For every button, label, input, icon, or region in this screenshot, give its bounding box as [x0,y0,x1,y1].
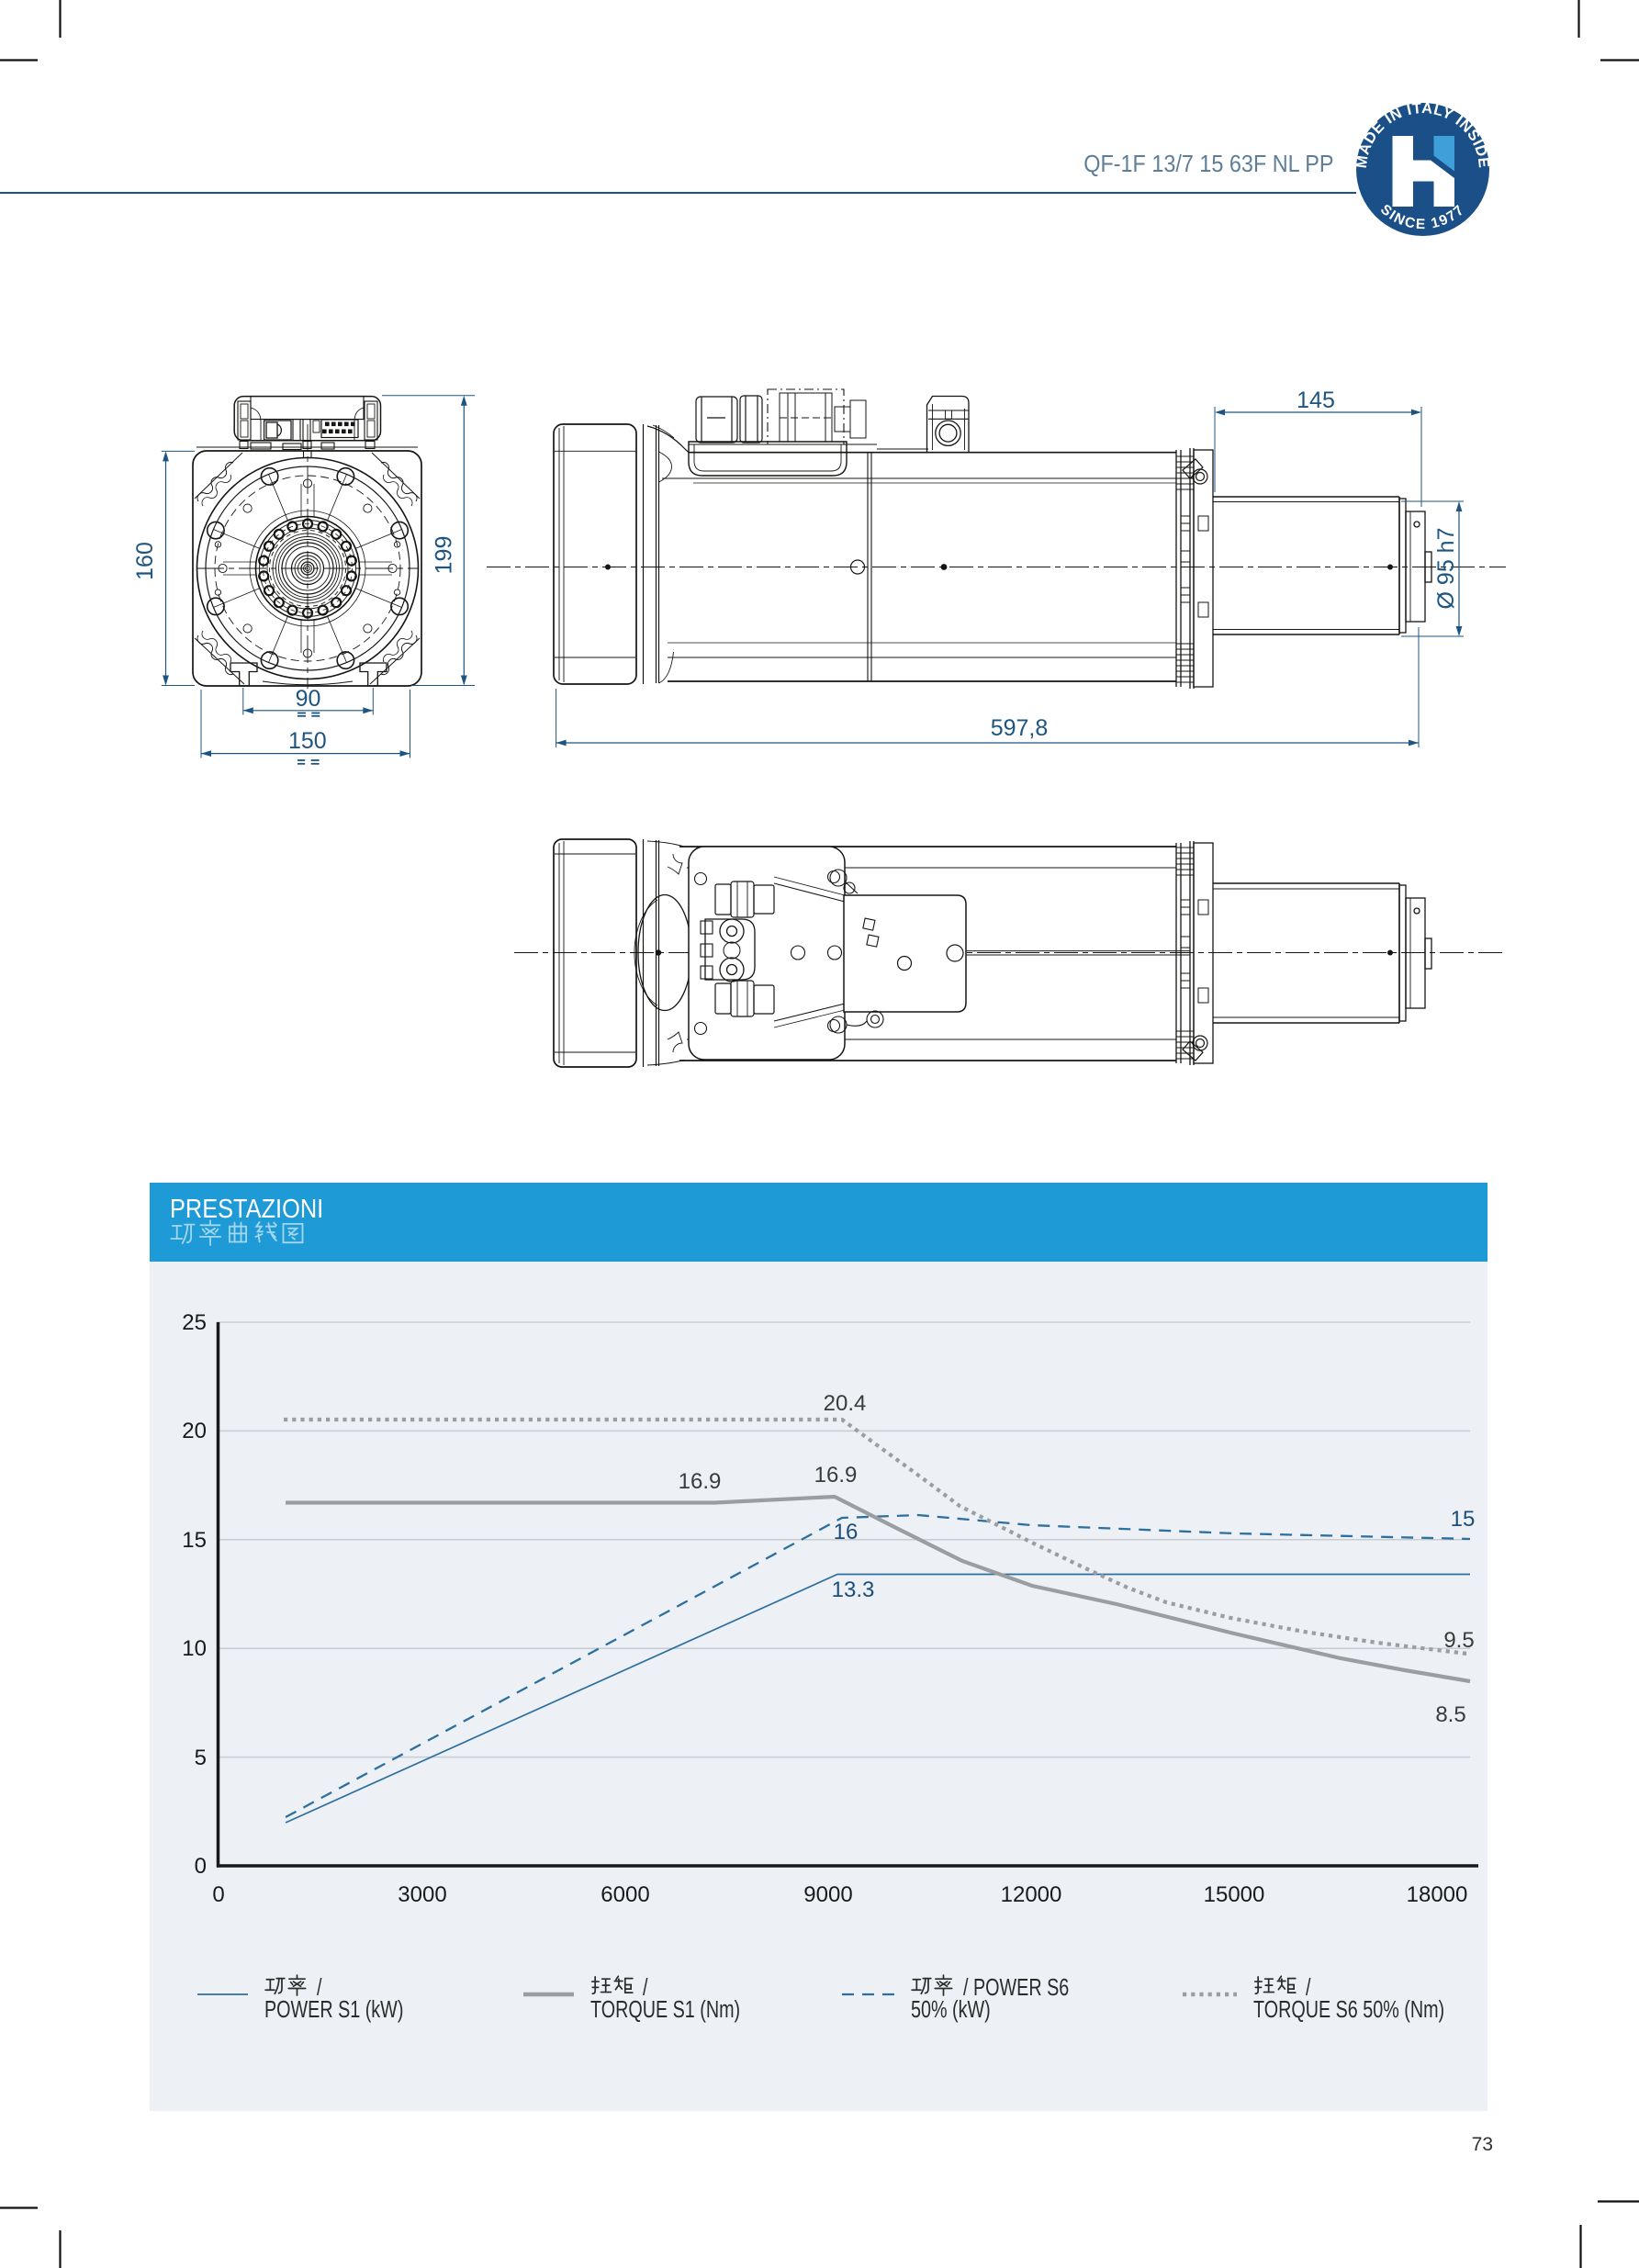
svg-text:0: 0 [212,1882,224,1907]
svg-text:90: 90 [296,686,321,712]
svg-text:16: 16 [834,1520,859,1544]
svg-text:PRESTAZIONI: PRESTAZIONI [170,1195,323,1224]
svg-text:/: / [1306,1973,1311,2000]
svg-text:13.3: 13.3 [832,1577,875,1602]
svg-text:TORQUE S6 50% (Nm): TORQUE S6 50% (Nm) [1253,1995,1444,2022]
svg-text:/: / [643,1973,648,2000]
svg-text:160: 160 [132,542,158,580]
svg-text:9000: 9000 [803,1882,852,1907]
svg-text:/: / [317,1973,322,2000]
svg-text:199: 199 [432,536,457,575]
svg-text:50% (kW): 50% (kW) [911,1995,991,2022]
svg-text:15: 15 [182,1528,207,1553]
svg-text:5: 5 [195,1746,207,1770]
svg-text:/ POWER S6: / POWER S6 [963,1973,1069,2000]
svg-text:15: 15 [1451,1507,1476,1532]
svg-text:12000: 12000 [1001,1882,1062,1907]
svg-text:15000: 15000 [1204,1882,1265,1907]
svg-text:0: 0 [195,1854,207,1879]
svg-text:25: 25 [182,1310,207,1335]
svg-text:6000: 6000 [601,1882,649,1907]
svg-text:16.9: 16.9 [679,1469,722,1494]
svg-text:597,8: 597,8 [991,715,1049,741]
svg-text:10: 10 [182,1636,207,1661]
svg-text:20.4: 20.4 [824,1391,867,1416]
svg-text:POWER S1 (kW): POWER S1 (kW) [264,1995,403,2022]
svg-text:Ø 95 h7: Ø 95 h7 [1433,528,1459,610]
svg-text:150: 150 [288,728,327,754]
svg-text:9.5: 9.5 [1443,1628,1474,1653]
svg-text:8.5: 8.5 [1435,1702,1465,1727]
svg-text:3000: 3000 [398,1882,446,1907]
svg-text:TORQUE S1 (Nm): TORQUE S1 (Nm) [590,1995,740,2022]
svg-text:16.9: 16.9 [814,1463,858,1488]
svg-text:20: 20 [182,1419,207,1443]
svg-text:18000: 18000 [1407,1882,1468,1907]
svg-text:145: 145 [1297,387,1335,413]
